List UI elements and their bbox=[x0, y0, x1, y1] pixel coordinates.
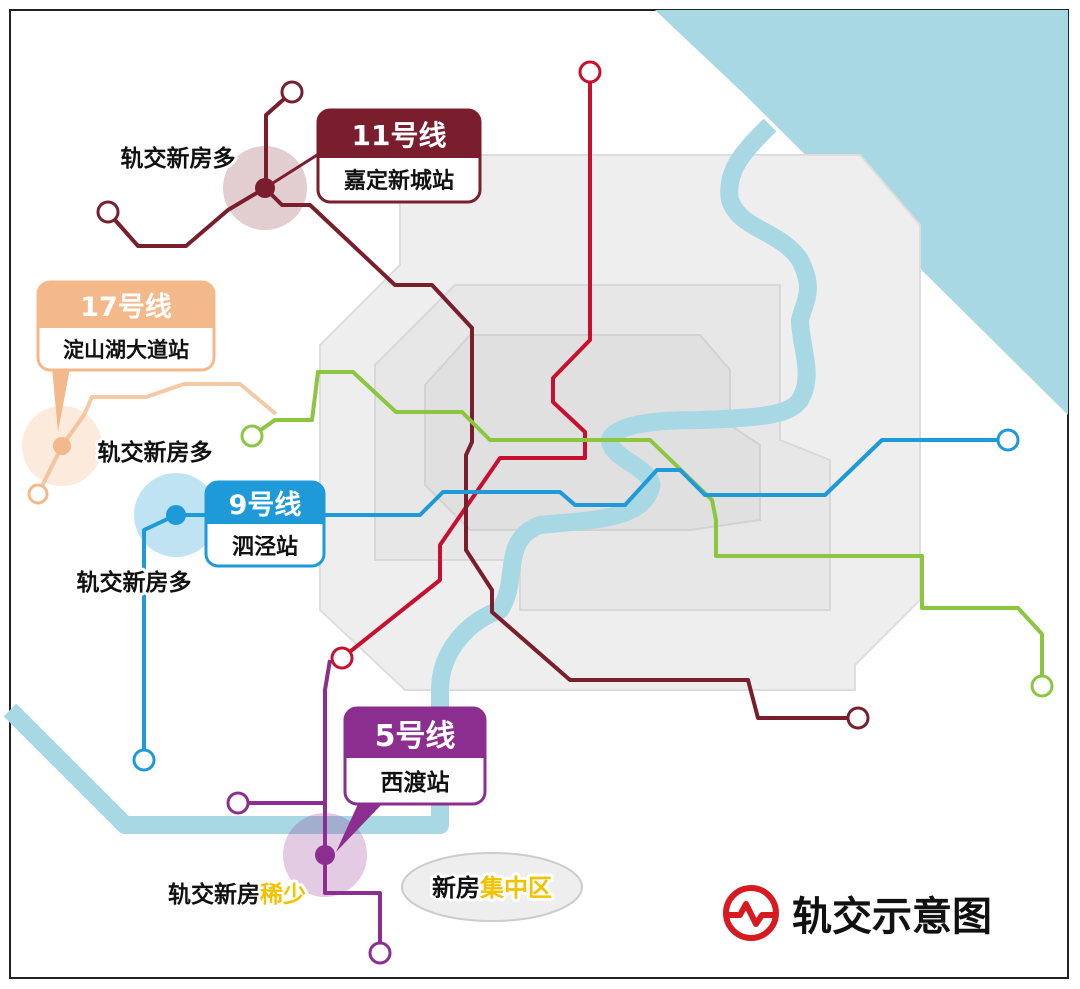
metro-logo-icon bbox=[723, 885, 779, 941]
line-5-station-name: 西渡站 bbox=[381, 769, 450, 796]
jiading-xincheng-station bbox=[255, 178, 275, 198]
line-9-terminal-south bbox=[132, 748, 156, 772]
line-9-station-name: 泗泾站 bbox=[232, 535, 298, 560]
zone-label: 新房集中区 bbox=[432, 874, 552, 902]
line-17-terminal bbox=[27, 483, 49, 505]
line-17-route bbox=[36, 382, 278, 495]
zone-label-prefix: 新房 bbox=[432, 874, 480, 902]
line-11-note: 轨交新房多 bbox=[121, 145, 236, 172]
line-11-name: 11号线 bbox=[352, 119, 447, 152]
line-11-terminal-west bbox=[96, 200, 120, 224]
inner-ring-area bbox=[424, 334, 761, 531]
line-17-station-name: 淀山湖大道站 bbox=[63, 338, 189, 362]
zone-label-highlight: 集中区 bbox=[479, 874, 552, 902]
line-5-note-highlight: 稀少 bbox=[260, 881, 306, 908]
line-11-callout-pointer bbox=[264, 148, 326, 190]
line-11-terminal-north bbox=[280, 80, 304, 104]
line-5-route bbox=[323, 659, 332, 855]
line-5-note-prefix: 轨交新房 bbox=[168, 881, 260, 908]
line-17-callout: 17号线 淀山湖大道站 bbox=[36, 280, 216, 432]
red-metro-line bbox=[340, 72, 592, 660]
green-metro-line bbox=[250, 370, 1044, 686]
line-9-name: 9号线 bbox=[229, 490, 302, 521]
green-line-terminal-east bbox=[1030, 674, 1054, 698]
line-5-name: 5号线 bbox=[375, 719, 456, 754]
xidu-station bbox=[315, 845, 335, 865]
huangpu-river bbox=[3, 118, 817, 834]
new-housing-zone-badge: 新房集中区 bbox=[401, 852, 583, 922]
line-9-note: 轨交新房多 bbox=[77, 569, 192, 596]
green-line-terminal-west bbox=[240, 424, 264, 448]
line-11-route bbox=[106, 186, 858, 720]
map-border bbox=[9, 9, 1069, 979]
line-5-branch-south bbox=[323, 855, 382, 953]
sijing-station bbox=[166, 505, 186, 525]
red-line-terminal-north bbox=[578, 60, 602, 84]
line-5-callout: 5号线 西渡站 bbox=[336, 706, 487, 852]
line-11-station-name: 嘉定新城站 bbox=[344, 168, 454, 194]
line-5-terminal-west bbox=[226, 791, 250, 815]
legend: 轨交示意图 bbox=[723, 885, 992, 941]
red-line-terminal-south bbox=[330, 646, 354, 670]
line-5-terminal-south bbox=[368, 941, 392, 965]
line-11-callout: 11号线 嘉定新城站 bbox=[316, 108, 482, 204]
sea-area bbox=[655, 10, 1068, 415]
line-11-terminal-east bbox=[846, 706, 870, 730]
line-9-callout: 9号线 泗泾站 bbox=[204, 480, 326, 568]
dianshanhu-dadao-station bbox=[53, 437, 71, 455]
legend-title: 轨交示意图 bbox=[792, 894, 992, 940]
line-17-note: 轨交新房多 bbox=[98, 439, 213, 466]
line-11-branch bbox=[264, 90, 294, 188]
line-5-note: 轨交新房稀少 bbox=[168, 881, 306, 908]
line-17-name: 17号线 bbox=[80, 292, 172, 323]
line-9-terminal-east bbox=[996, 428, 1020, 452]
